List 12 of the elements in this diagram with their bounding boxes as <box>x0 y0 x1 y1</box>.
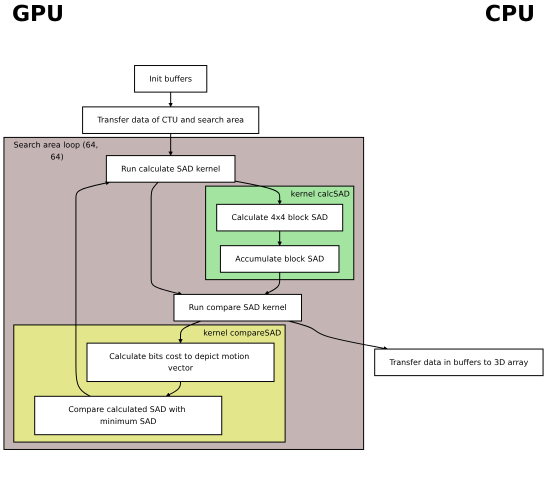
arrow <box>166 381 182 396</box>
arrow <box>168 92 173 108</box>
arrow <box>75 180 110 397</box>
arrow <box>178 320 202 344</box>
side-label: GPU <box>12 2 64 29</box>
arrow <box>150 182 182 296</box>
arrow <box>168 132 173 156</box>
arrow <box>288 320 388 350</box>
arrow <box>234 180 282 205</box>
arrow <box>278 230 282 246</box>
arrow <box>264 272 280 295</box>
side-label: CPU <box>484 2 535 29</box>
